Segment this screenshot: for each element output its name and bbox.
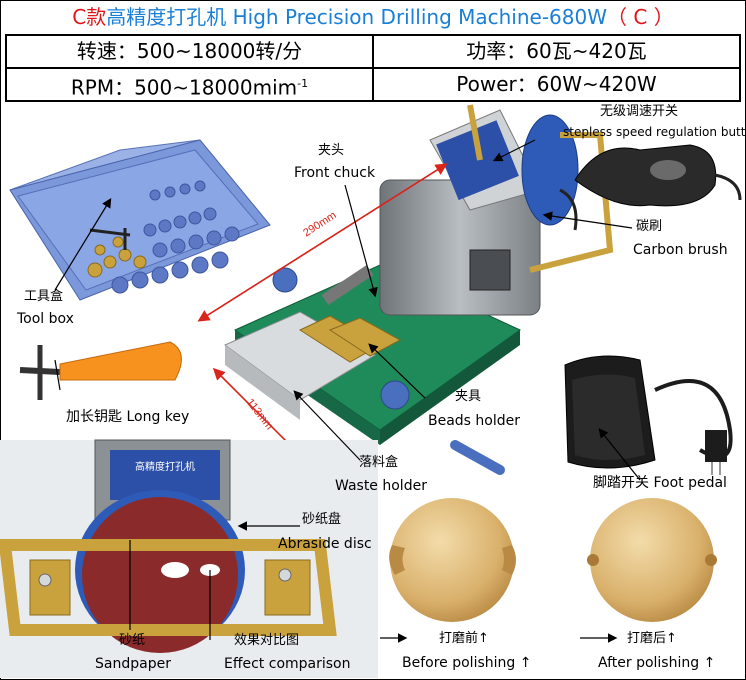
title-prefix: C款 — [72, 5, 107, 29]
label-after-cn: 打磨后↑ — [627, 631, 677, 646]
label-disc-en: Abraside disc — [278, 536, 372, 552]
label-stepless-en: stepless speed regulation button — [563, 125, 746, 139]
foot-pedal — [564, 355, 733, 475]
leader-lines — [54, 139, 641, 643]
motor-label: 高精度打孔机 — [135, 460, 195, 473]
spec-rpm-en: RPM：500~18000mim-1 — [70, 75, 309, 100]
bead-after — [587, 498, 717, 622]
label-long-key: 加长钥匙 Long key — [66, 409, 190, 425]
label-after-en: After polishing ↑ — [598, 655, 716, 671]
label-foot-pedal: 脚踏开关 Foot pedal — [593, 475, 727, 491]
speed-switch — [559, 144, 742, 231]
tool-box — [9, 139, 271, 301]
label-disc-cn: 砂纸盘 — [302, 512, 342, 527]
label-beads-cn: 夹具 — [455, 389, 482, 404]
long-key — [19, 341, 182, 400]
label-before-en: Before polishing ↑ — [402, 655, 532, 671]
brass-bits — [87, 236, 147, 278]
label-waste-cn: 落料盒 — [359, 455, 399, 470]
label-chuck-en: Front chuck — [294, 165, 376, 181]
title-suffix: （ C ） — [607, 5, 674, 29]
page-title: C款高精度打孔机 High Precision Drilling Machine… — [0, 0, 746, 32]
label-toolbox-en: Tool box — [17, 311, 74, 327]
spec-power-cn: 功率：60瓦~420瓦 — [466, 39, 647, 63]
label-brush-en: Carbon brush — [633, 242, 728, 258]
table-divider — [372, 36, 374, 100]
label-waste-en: Waste holder — [335, 478, 427, 494]
label-before-cn: 打磨前↑ — [439, 631, 489, 646]
drilling-machine — [224, 104, 614, 475]
spec-power-en: Power：60W~420W — [456, 72, 657, 96]
label-beads-en: Beads holder — [428, 413, 521, 429]
label-effect-en: Effect comparison — [224, 656, 351, 672]
label-brush-cn: 碳刷 — [636, 219, 663, 234]
label-effect-cn: 效果对比图 — [234, 633, 300, 648]
dimension-290mm — [197, 163, 448, 322]
dimension-113mm-label: 113mm — [244, 397, 276, 433]
abraside-disc-inset: 高精度打孔机 — [0, 439, 378, 678]
label-sand-cn: 砂纸 — [119, 633, 146, 648]
label-sand-en: Sandpaper — [95, 656, 171, 672]
dimension-290mm-label: 290mm — [301, 209, 338, 239]
label-stepless-cn: 无级调速开关 — [600, 104, 679, 119]
bead-before — [389, 498, 516, 622]
spec-speed-cn: 转速：500~18000转/分 — [76, 39, 303, 63]
label-chuck-cn: 夹头 — [318, 143, 345, 158]
title-main: 高精度打孔机 High Precision Drilling Machine-6… — [106, 5, 608, 29]
spec-table: 转速：500~18000转/分 功率：60瓦~420瓦 RPM：500~1800… — [5, 34, 741, 102]
label-toolbox-cn: 工具盒 — [24, 289, 64, 304]
tool-box-bits — [111, 180, 240, 294]
